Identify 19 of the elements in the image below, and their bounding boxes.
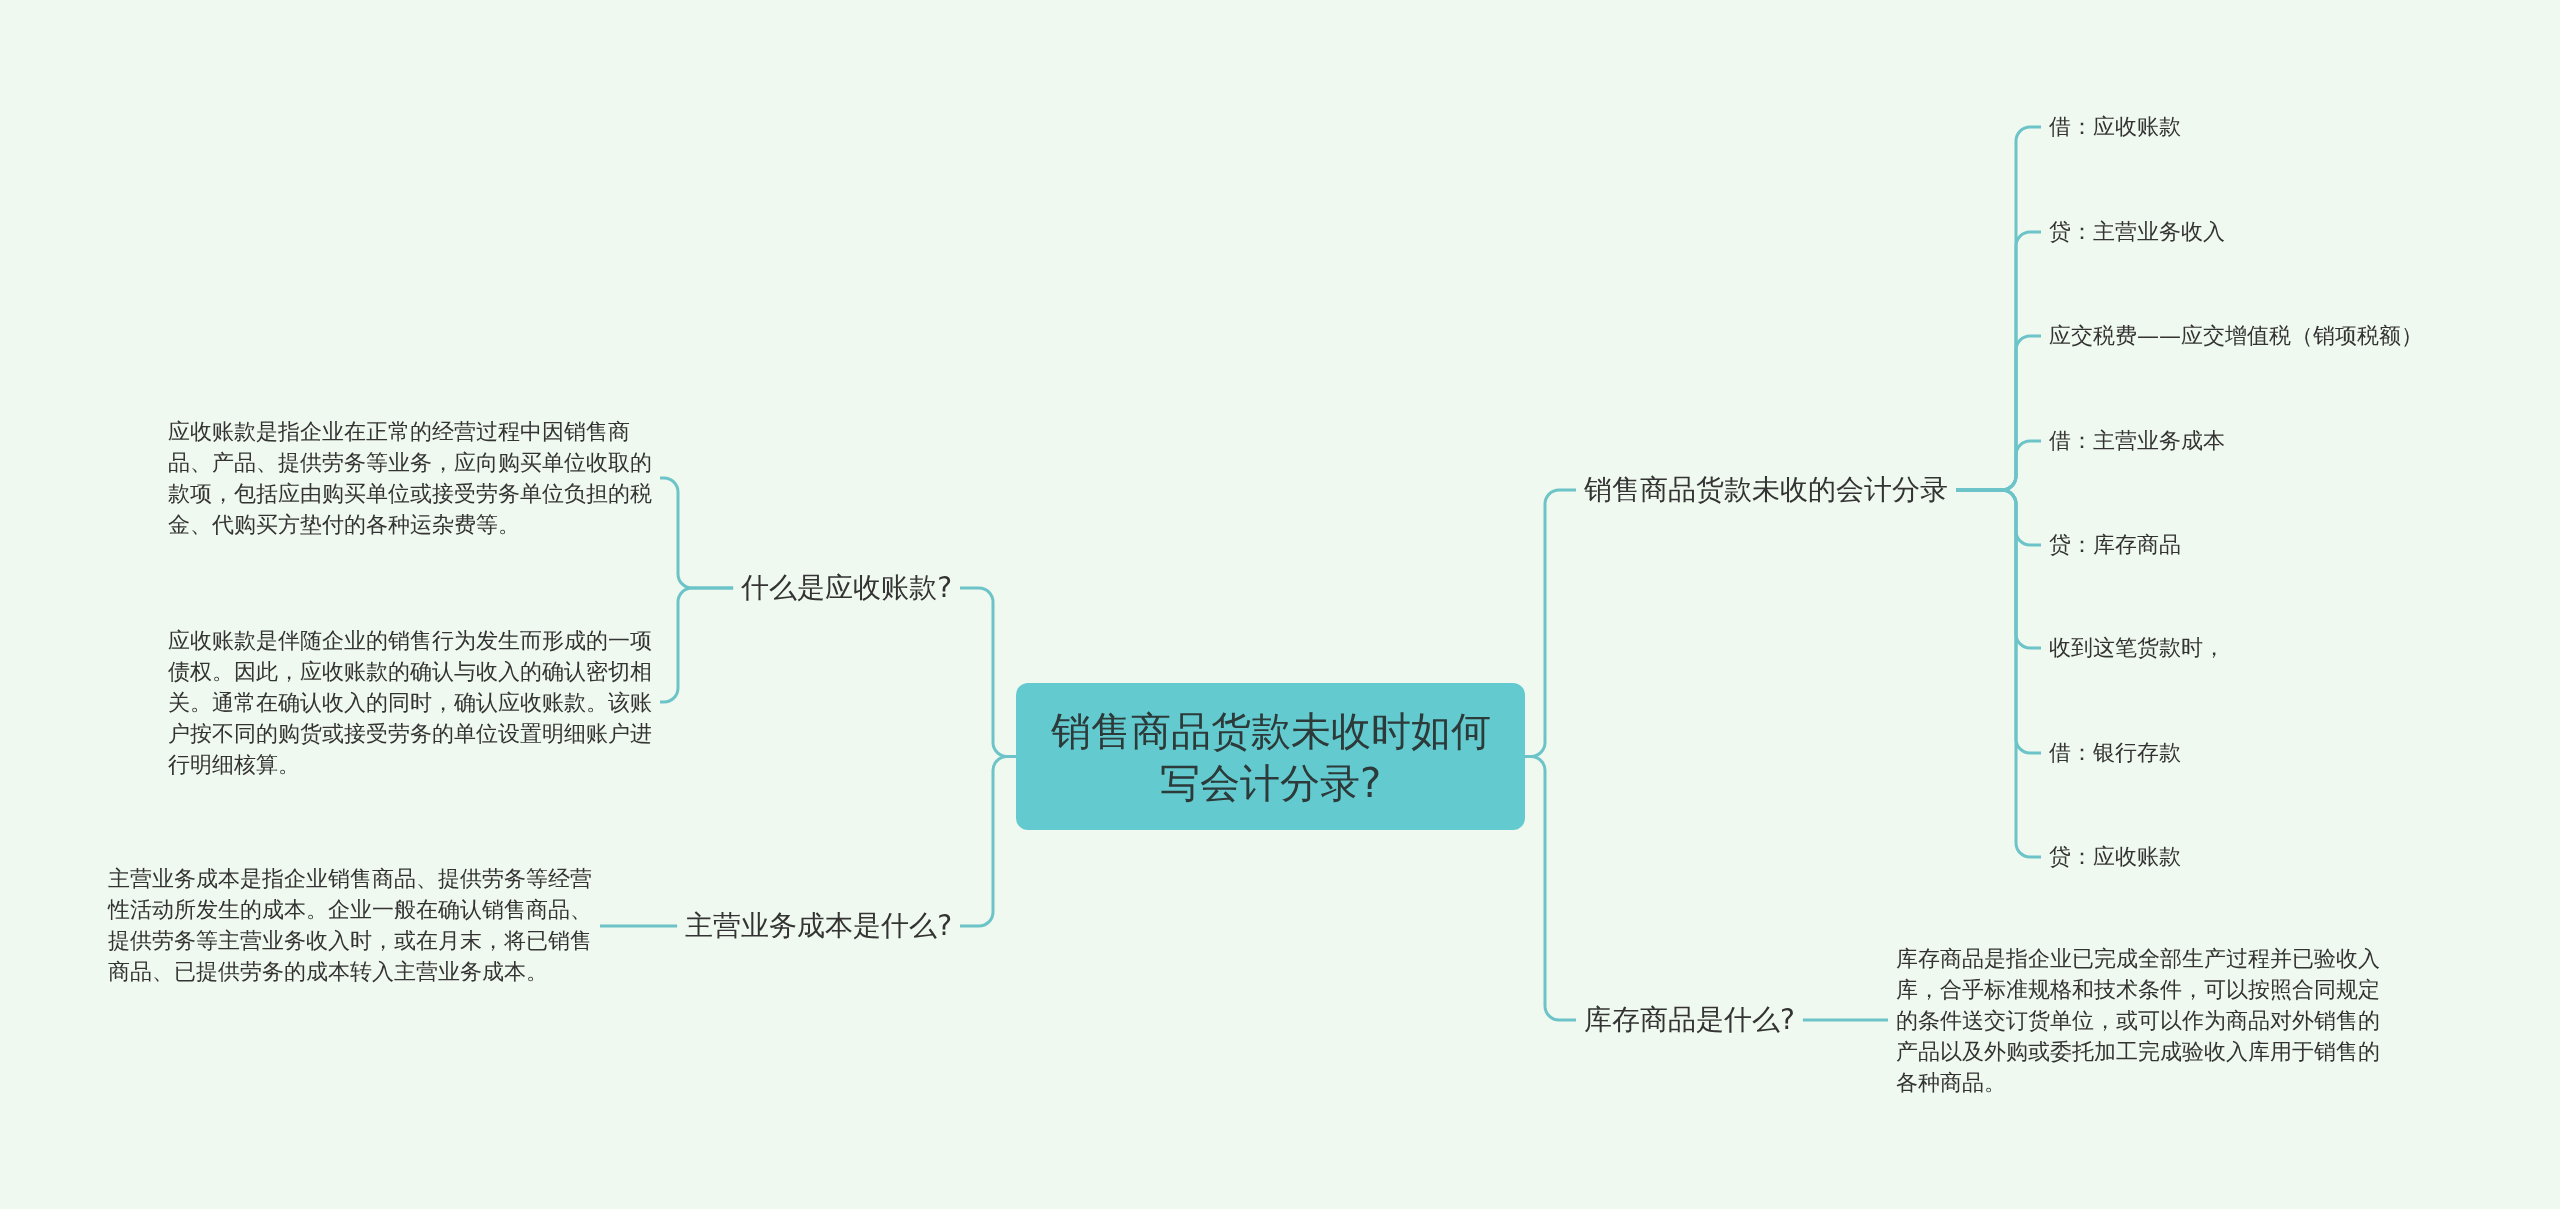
description-text: 应收账款是指企业在正常的经营过程中因销售商品、产品、提供劳务等业务，应向购买单位收取的款项，包括应由购买单位或接受劳务单位负担的税金、代购买方垫付的各种运杂费等。 — [160, 414, 660, 542]
connector-line — [1802, 1018, 1888, 1022]
leaf-topic: 应交税费——应交增值税（销项税额） — [2041, 317, 2431, 355]
connector-line — [600, 924, 678, 928]
leaf-topic: 借：银行存款 — [2041, 734, 2189, 772]
leaf-topic: 贷：库存商品 — [2041, 526, 2189, 564]
branch-topic: 库存商品是什么? — [1576, 997, 1803, 1043]
branch-topic: 主营业务成本是什么? — [677, 903, 960, 949]
central-topic-box: 销售商品货款未收时如何写会计分录? — [1016, 683, 1525, 830]
leaf-topic: 借：应收账款 — [2041, 108, 2189, 146]
description-text: 库存商品是指企业已完成全部生产过程并已验收入库，合乎标准规格和技术条件，可以按照合同规定的条件送交订货单位，或可以作为商品对外销售的产品以及外购或委托加工完成验收入库用于销售的各种商品。 — [1888, 940, 2388, 1100]
leaf-topic: 借：主营业务成本 — [2041, 422, 2233, 460]
description-text: 主营业务成本是指企业销售商品、提供劳务等经营性活动所发生的成本。企业一般在确认销售商品、提供劳务等主营业务收入时，或在月末，将已销售商品、已提供劳务的成本转入主营业务成本。 — [100, 861, 600, 989]
leaf-topic: 贷：主营业务收入 — [2041, 213, 2233, 251]
branch-topic: 销售商品货款未收的会计分录 — [1576, 467, 1956, 513]
branch-topic: 什么是应收账款? — [733, 565, 960, 611]
description-text: 应收账款是伴随企业的销售行为发生而形成的一项债权。因此，应收账款的确认与收入的确认密切相关。通常在确认收入的同时，确认应收账款。该账户按不同的购货或接受劳务的单位设置明细账户进行明细核算。 — [160, 622, 660, 782]
leaf-topic: 贷：应收账款 — [2041, 838, 2189, 876]
leaf-topic: 收到这笔货款时， — [2041, 629, 2233, 667]
